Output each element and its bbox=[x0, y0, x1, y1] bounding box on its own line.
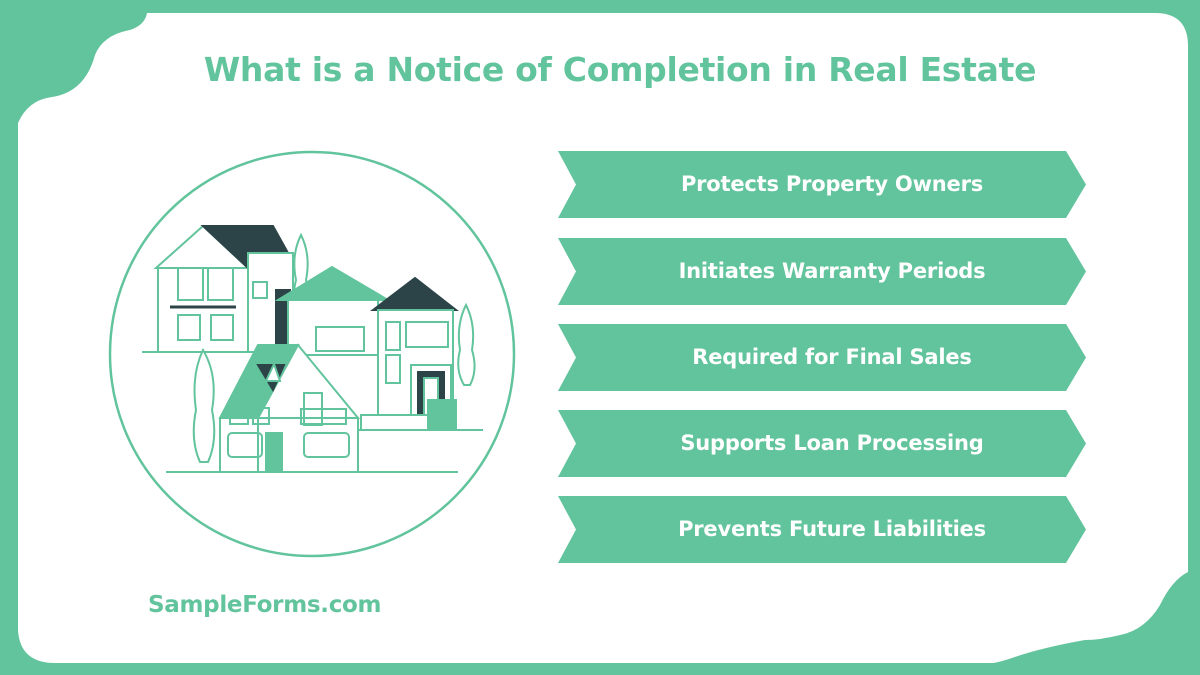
list-item-warranty-periods: Initiates Warranty Periods bbox=[558, 238, 1086, 305]
list-item-label: Required for Final Sales bbox=[692, 345, 972, 369]
list-item-label: Initiates Warranty Periods bbox=[678, 259, 986, 283]
brand-logo-text: SampleForms.com bbox=[148, 592, 382, 618]
list-item-protects-owners: Protects Property Owners bbox=[558, 151, 1086, 218]
list-item-label: Supports Loan Processing bbox=[680, 431, 984, 455]
page-title: What is a Notice of Completion in Real E… bbox=[203, 50, 1037, 89]
list-item-label: Protects Property Owners bbox=[680, 172, 984, 196]
list-item-final-sales: Required for Final Sales bbox=[558, 324, 1086, 391]
list-item-loan-processing: Supports Loan Processing bbox=[558, 410, 1086, 477]
houses-neighborhood-icon bbox=[108, 150, 516, 558]
list-item-label: Prevents Future Liabilities bbox=[678, 517, 986, 541]
list-item-future-liabilities: Prevents Future Liabilities bbox=[558, 496, 1086, 563]
